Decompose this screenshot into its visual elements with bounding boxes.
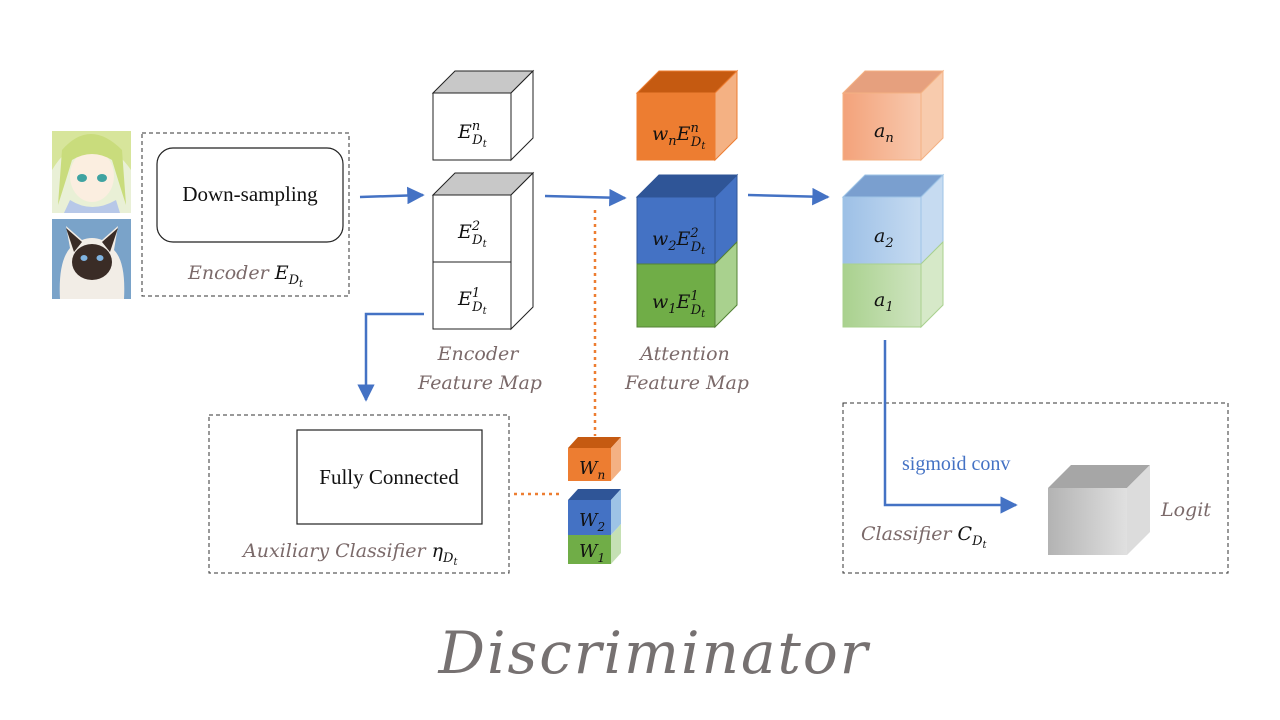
encoder-caption-symbol: E bbox=[274, 262, 289, 284]
input-cat-image bbox=[52, 219, 131, 299]
arrow-attention-to-output bbox=[747, 187, 830, 206]
input-anime-image bbox=[52, 131, 131, 213]
weight-cube-2-label: W2 bbox=[579, 510, 605, 534]
arrow-featuremap-to-attention bbox=[544, 188, 627, 207]
attention-feature-map-caption-2: Feature Map bbox=[624, 372, 749, 394]
encoder-feature-map-caption-1: Encoder bbox=[437, 343, 521, 365]
logit-cube bbox=[1048, 465, 1150, 555]
classifier-caption-prefix: Classifier bbox=[861, 523, 953, 545]
encoder-dashed-box bbox=[141, 132, 350, 297]
arrow-encoder-to-featuremap bbox=[359, 186, 425, 205]
output-cube-n-label: an bbox=[874, 120, 894, 146]
auxiliary-caption-symbol: η bbox=[432, 540, 444, 562]
encoder-cube-n bbox=[431, 69, 535, 162]
diagram-title: Discriminator bbox=[437, 619, 870, 687]
output-cube-2-label: a2 bbox=[874, 225, 894, 251]
logit-label: Logit bbox=[1160, 499, 1211, 521]
classifier-caption-symbol: C bbox=[958, 523, 973, 545]
fully-connected-label: Fully Connected bbox=[319, 465, 459, 489]
encoder-caption-prefix: Encoder bbox=[187, 262, 271, 284]
attention-feature-map-caption-1: Attention bbox=[638, 343, 730, 365]
downsampling-label: Down-sampling bbox=[182, 182, 318, 206]
output-cube-n bbox=[841, 69, 945, 162]
weight-cube-n bbox=[568, 437, 621, 481]
downsampling-block bbox=[156, 147, 344, 243]
encoder-caption-subsub: t bbox=[299, 279, 304, 290]
attention-cube-n bbox=[635, 69, 739, 162]
weight-cube-1-label: W1 bbox=[579, 541, 605, 565]
arrow-featuremap-to-auxiliary bbox=[357, 312, 424, 402]
classifier-dashed-box bbox=[842, 402, 1229, 574]
sigmoid-conv-label: sigmoid conv bbox=[902, 453, 1010, 475]
output-cube-stack bbox=[841, 173, 945, 329]
attention-cube-stack bbox=[635, 173, 739, 329]
auxiliary-dashed-box bbox=[208, 414, 510, 574]
encoder-feature-map-caption-2: Feature Map bbox=[417, 372, 542, 394]
arrow-output-to-logit bbox=[883, 340, 1018, 514]
fully-connected-block bbox=[296, 429, 483, 525]
weight-cube-stack bbox=[568, 489, 621, 564]
output-cube-1-label: a1 bbox=[874, 289, 894, 315]
encoder-cube-stack bbox=[431, 171, 535, 331]
auxiliary-caption-prefix: Auxiliary Classifier bbox=[241, 540, 428, 562]
weight-cube-n-label: Wn bbox=[579, 458, 605, 482]
encoder-caption-sub: D bbox=[288, 273, 300, 288]
